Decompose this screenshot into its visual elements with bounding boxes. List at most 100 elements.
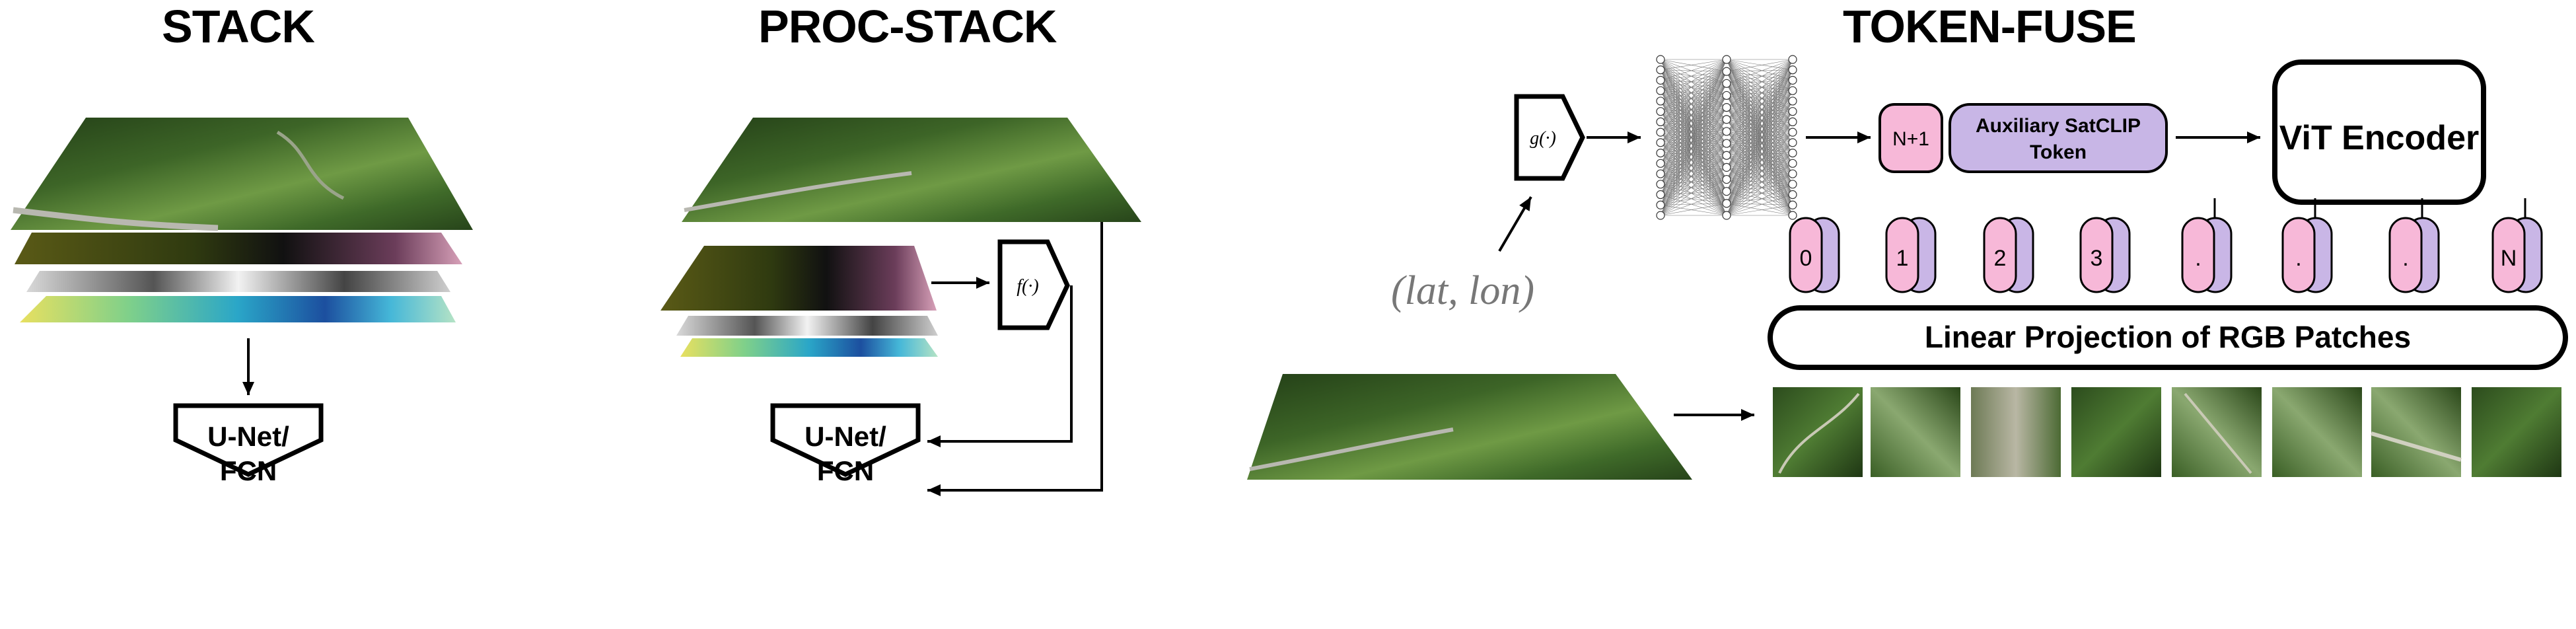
nn-edge [1660, 59, 1727, 102]
nn-edge [1660, 95, 1727, 174]
nn-edge [1660, 80, 1727, 192]
nn-node [1656, 180, 1665, 189]
nn-edge [1660, 91, 1727, 168]
nn-edge [1660, 131, 1727, 192]
stack-rgb-road [13, 207, 219, 231]
token-pill: 0 [1789, 217, 1840, 293]
nn-edge [1660, 119, 1727, 195]
nn-edge [1726, 111, 1793, 156]
nn-edge [1660, 69, 1727, 180]
nn-edge [1660, 59, 1727, 204]
nn-edge [1660, 155, 1727, 185]
nn-edge [1726, 69, 1793, 132]
nn-edge [1726, 119, 1793, 122]
nn-edge [1726, 83, 1793, 164]
projection-box [1768, 305, 2568, 370]
nn-edge [1726, 83, 1793, 184]
nn-edge [1660, 59, 1727, 132]
nn-edge [1726, 80, 1793, 168]
nn-edge [1660, 119, 1727, 205]
token-index-label: N [2501, 246, 2517, 271]
patch-road [2371, 431, 2462, 462]
nn-edge [1660, 59, 1727, 122]
nn-edge [1726, 100, 1793, 168]
nn-edge [1726, 59, 1793, 71]
nn-edge [1660, 71, 1727, 184]
nn-node [1788, 149, 1797, 158]
nn-edge [1660, 131, 1727, 174]
nn-edge [1660, 80, 1727, 180]
nn-edge [1726, 59, 1793, 120]
nn-edge [1726, 122, 1793, 132]
nn-edge [1726, 107, 1793, 205]
nn-edge [1660, 95, 1727, 112]
neural-network [1656, 55, 1797, 220]
nn-node [1656, 96, 1665, 106]
nn-edge [1726, 173, 1793, 216]
nn-edge [1660, 142, 1727, 192]
nn-edge [1726, 167, 1793, 174]
nn-edge [1726, 131, 1793, 185]
nn-edge [1726, 153, 1793, 192]
nn-node [1656, 128, 1665, 137]
nn-edge [1660, 111, 1727, 192]
nn-edge [1726, 83, 1793, 205]
nn-edge [1726, 173, 1793, 204]
nn-edge [1660, 91, 1727, 192]
nn-edge [1660, 59, 1727, 96]
proc-rgb-road [684, 171, 912, 212]
rgb-patch [2272, 387, 2362, 477]
nn-edge [1726, 71, 1793, 91]
nn-edge [1726, 83, 1793, 133]
nn-edge [1660, 131, 1727, 216]
nn-edge [1726, 95, 1793, 122]
nn-edge [1660, 69, 1727, 120]
nn-edge [1660, 153, 1727, 156]
stack-rgb-layer [11, 118, 473, 230]
nn-edge [1726, 91, 1793, 168]
nn-edge [1660, 155, 1727, 174]
nn-edge [1726, 69, 1793, 216]
nn-edge [1660, 107, 1727, 174]
nn-edge [1660, 143, 1727, 205]
nn-edge [1660, 59, 1727, 153]
nn-edge [1726, 191, 1793, 216]
token-index-label: 0 [1800, 246, 1812, 271]
nn-edge [1660, 71, 1727, 216]
nn-edge [1660, 167, 1727, 216]
nn-edge [1660, 107, 1727, 112]
nn-edge [1660, 71, 1727, 112]
token-position [2281, 217, 2316, 293]
nn-edge [1660, 143, 1727, 164]
nn-edge [1726, 91, 1793, 192]
nn-edge [1726, 153, 1793, 156]
nn-edge [1726, 71, 1793, 216]
nn-edge [1726, 59, 1793, 144]
token-index-label: 3 [2091, 246, 2103, 271]
nn-edge [1660, 90, 1727, 156]
nn-edge [1660, 111, 1727, 180]
nn-edge [1726, 83, 1793, 153]
nn-edge [1660, 59, 1727, 184]
nn-edge [1660, 69, 1727, 192]
nn-edge [1660, 100, 1727, 156]
nn-node [1788, 96, 1797, 106]
nn-edge [1726, 122, 1793, 144]
nn-edge [1726, 203, 1793, 205]
nn-edge [1726, 80, 1793, 180]
rgb-patch-tile [2071, 387, 2161, 477]
nn-node [1788, 107, 1797, 116]
nn-edge [1660, 204, 1727, 216]
nn-edge [1726, 119, 1793, 195]
nn-edge [1726, 71, 1793, 205]
nn-edge [1726, 167, 1793, 205]
nn-edge [1660, 59, 1727, 144]
nn-edge [1660, 95, 1727, 122]
nn-edge [1660, 194, 1727, 204]
nn-edge [1726, 83, 1793, 112]
nn-edge [1660, 122, 1727, 192]
nn-edge [1660, 107, 1727, 184]
nn-edge [1660, 83, 1727, 164]
nn-edge [1726, 59, 1793, 180]
